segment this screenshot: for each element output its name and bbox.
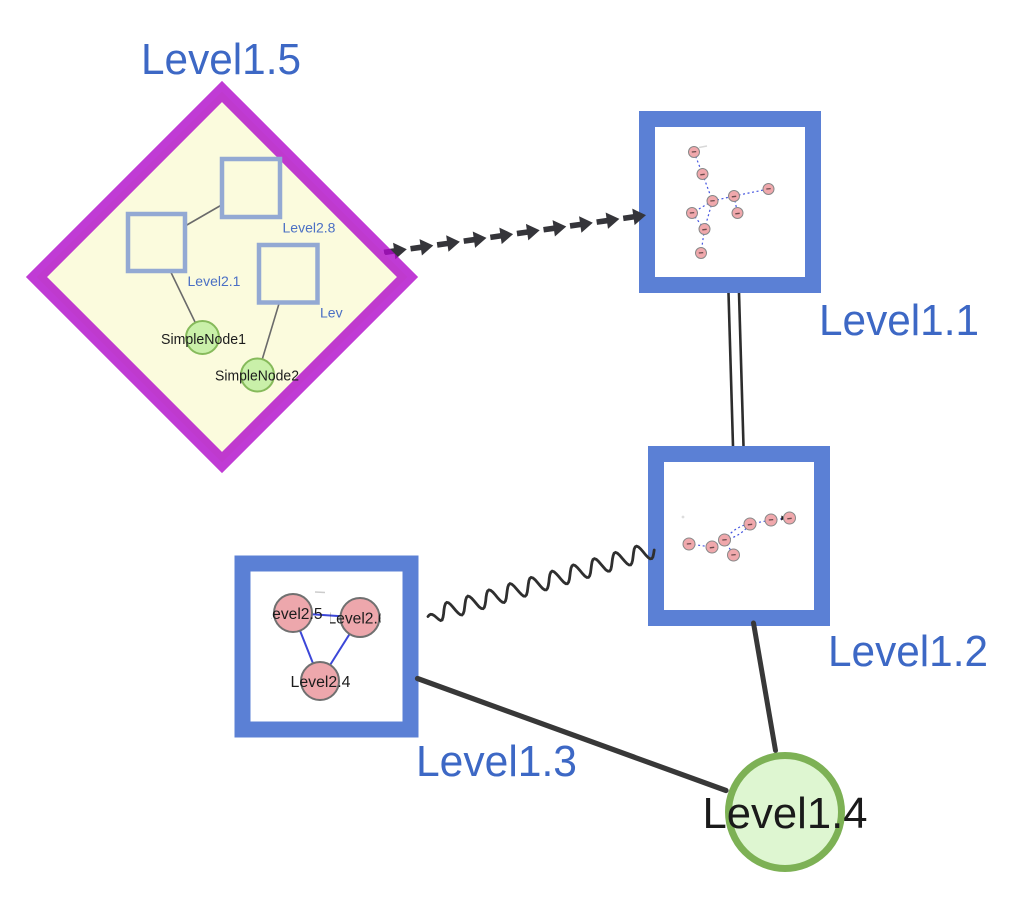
mini-edge[interactable] <box>691 212 705 230</box>
simplenode2-label: SimpleNode2 <box>215 368 299 385</box>
artifact-mark <box>314 591 326 594</box>
node-level2-x[interactable]: Lev <box>256 242 343 321</box>
double-line-left <box>727 292 735 447</box>
mini-node-label-mark <box>747 523 753 526</box>
mini-node-label-mark <box>702 228 707 231</box>
level2-5-circle <box>273 593 313 633</box>
level2-8-label: Level2.8 <box>283 220 336 236</box>
level2-4-circle <box>300 661 340 701</box>
level2-1-square <box>125 211 188 274</box>
mini-edge[interactable] <box>749 519 772 525</box>
level1-1-box <box>639 111 821 293</box>
mini-node-label-mark <box>731 195 737 198</box>
artifact-mark <box>681 515 685 519</box>
double-line-right <box>737 292 745 447</box>
level1-4-circle <box>725 752 845 872</box>
simplenode2-circle <box>240 357 275 393</box>
edge-level1-3-to-level1-2-wavy[interactable] <box>426 544 656 623</box>
node-level1-2[interactable]: Level1.2 <box>648 446 988 676</box>
level1-2-label: Level1.2 <box>828 627 988 676</box>
node-level1-1[interactable]: Level1.1 <box>639 111 979 345</box>
node-level1-3[interactable]: Level2.5 Level2.6 Level2.4 Level1.3 <box>234 555 578 787</box>
simplenode1-circle <box>185 320 220 355</box>
level2-1-label: Level2.1 <box>188 273 241 289</box>
level2-x-square <box>256 242 320 305</box>
artifact-mark <box>698 145 708 149</box>
level1-3-label: Level1.3 <box>416 737 577 786</box>
level2-6-circle <box>339 597 381 638</box>
level1-5-subgraph: Level2.8 Level2.1 Lev SimpleNode1 Simple… <box>125 156 343 393</box>
mini-node-label-mark <box>709 546 715 549</box>
level2-4-label: Level2.4 <box>291 674 351 691</box>
level1-2-subgraph <box>681 511 796 562</box>
mini-node-label-mark <box>735 212 740 215</box>
level2-5-label: Level2.5 <box>264 606 323 623</box>
level2-8-square <box>219 156 283 220</box>
edge-level1-2-to-level1-4[interactable] <box>751 620 778 753</box>
level1-3-subgraph: Level2.5 Level2.6 Level2.4 <box>264 591 387 701</box>
level1-2-box <box>648 446 830 626</box>
edge-level1-3-to-level1-4[interactable] <box>414 675 729 794</box>
level1-3-box <box>234 555 419 738</box>
level1-4-label: Level1.4 <box>703 789 868 838</box>
level2-6-label: Level2.6 <box>328 611 387 628</box>
mini-node-label-mark <box>787 517 792 520</box>
level1-1-subgraph <box>686 145 775 259</box>
node-simplenode2[interactable]: SimpleNode2 <box>215 357 299 393</box>
edge-level1-1-to-level1-2[interactable] <box>727 292 745 447</box>
level1-5-diamond-border <box>25 80 419 474</box>
mini-node-label-mark <box>700 173 705 176</box>
node-level2-4[interactable]: Level2.4 <box>291 661 351 701</box>
node-level2-6[interactable]: Level2.6 <box>328 597 387 638</box>
level1-1-label: Level1.1 <box>819 296 979 345</box>
level2-x-label: Lev <box>320 305 343 321</box>
node-level2-1[interactable]: Level2.1 <box>125 211 241 289</box>
simplenode1-label: SimpleNode1 <box>161 331 246 348</box>
group-level1-5[interactable]: Level2.8 Level2.1 Lev SimpleNode1 Simple… <box>25 35 419 474</box>
level1-5-label: Level1.5 <box>141 35 301 84</box>
node-simplenode1[interactable]: SimpleNode1 <box>161 320 246 355</box>
node-level2-5[interactable]: Level2.5 <box>264 593 323 633</box>
node-level1-4[interactable]: Level1.4 <box>703 752 868 872</box>
mini-edge[interactable] <box>712 195 735 202</box>
node-level2-8[interactable]: Level2.8 <box>219 156 336 236</box>
